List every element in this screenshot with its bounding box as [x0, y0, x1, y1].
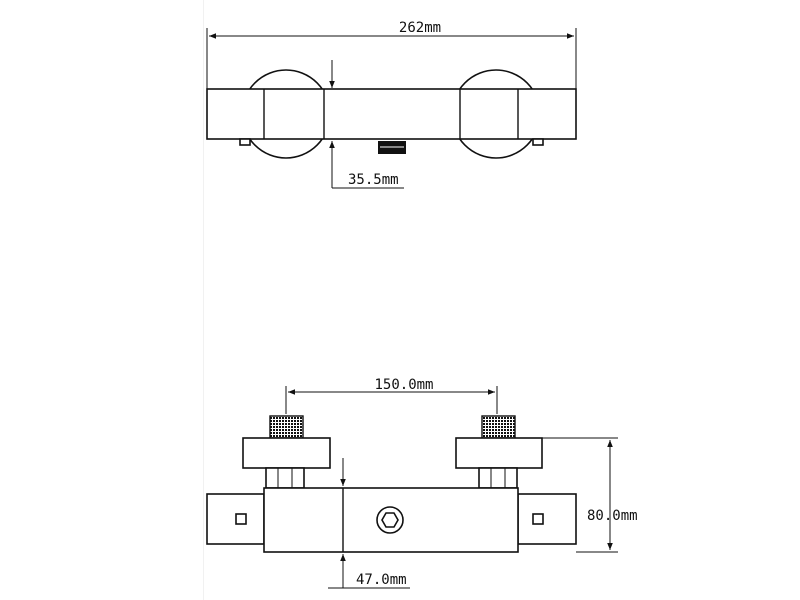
outlet-hex-icon	[381, 512, 399, 528]
top-view: 262mm 35.5mm	[206, 20, 577, 189]
top-body-tab	[239, 138, 251, 146]
width-dimension-label: 262mm	[399, 20, 441, 36]
scan-edge-line	[203, 0, 204, 600]
right-handle-marker	[532, 513, 544, 525]
front-view: 150.0mm	[206, 377, 638, 589]
spacing-dimension-label: 150.0mm	[374, 377, 433, 393]
right-side-handle	[517, 493, 577, 545]
left-handle-marker	[235, 513, 247, 525]
top-body	[206, 88, 577, 140]
depth-dimension-label: 35.5mm	[348, 172, 399, 188]
offset-dimension-label: 47.0mm	[356, 572, 407, 588]
left-inlet-thread	[269, 415, 304, 439]
height-dimension-label: 80.0mm	[587, 508, 638, 524]
right-inlet-nut	[478, 467, 518, 489]
top-body-tab	[532, 138, 544, 146]
left-inlet-nut	[265, 467, 305, 489]
front-body	[263, 487, 519, 553]
left-inlet-flange	[242, 437, 331, 469]
right-inlet-thread	[481, 415, 516, 439]
right-inlet-flange	[455, 437, 543, 469]
